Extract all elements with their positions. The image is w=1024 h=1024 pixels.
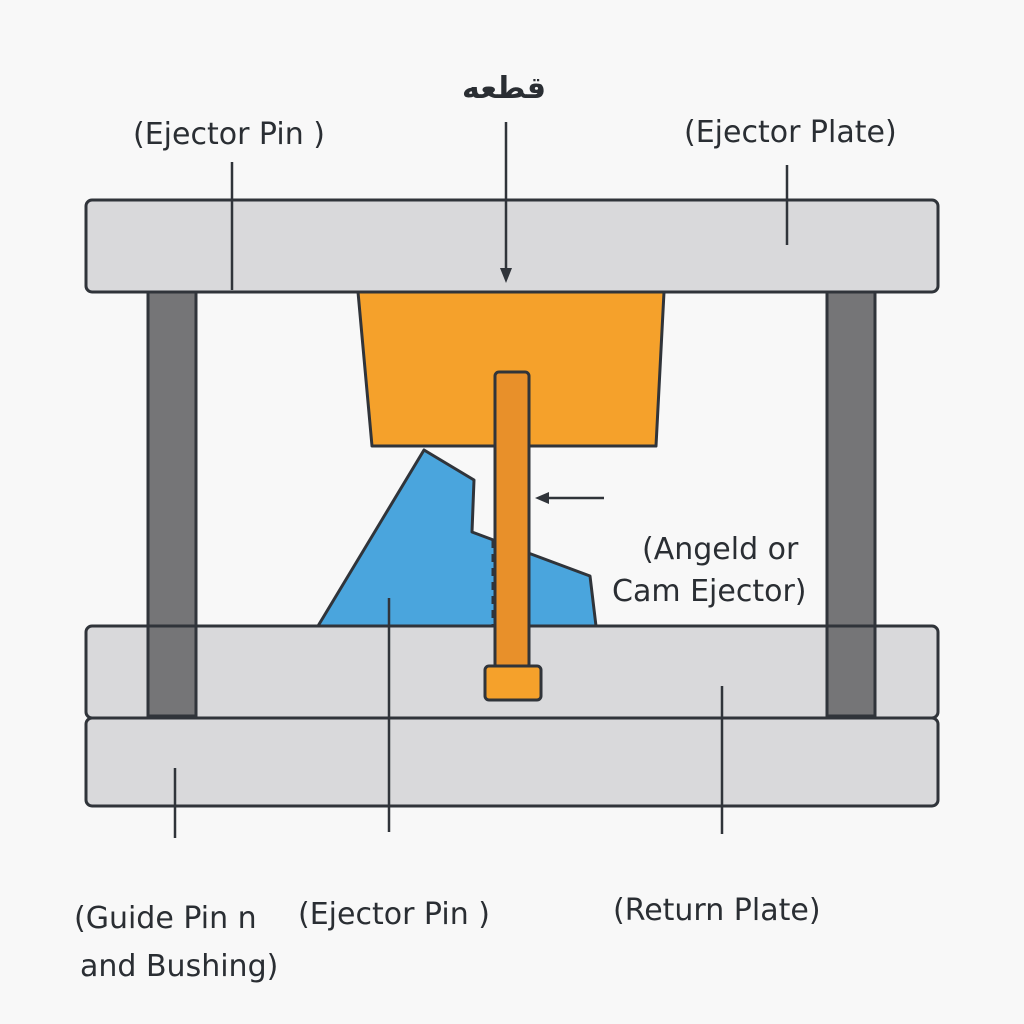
angled-ejector-label-line1: (Angeld or <box>642 532 799 567</box>
top-plate <box>84 198 940 294</box>
guide-pin-right-lower <box>825 624 877 718</box>
guide-pin-label-line2: and Bushing) <box>80 949 279 984</box>
guide-pin-label-line1: (Guide Pin n <box>74 901 257 936</box>
angled-ejector-label-line2: Cam Ejector) <box>612 574 807 609</box>
molded-part <box>356 290 666 448</box>
ejector-pin-shaft <box>493 370 531 670</box>
ejector-pin-bottom-label: (Ejector Pin ) <box>298 897 490 932</box>
ejector-pin-top-label: (Ejector Pin ) <box>133 117 325 152</box>
angled-cam-ejector <box>316 448 598 628</box>
ejector-plate-label: (Ejector Plate) <box>684 115 897 150</box>
guide-pin-left-lower <box>146 624 198 718</box>
part-label: قطعه <box>462 71 546 106</box>
bottom-plate <box>84 716 940 808</box>
leader-angled-ejector-arrowhead <box>535 492 549 504</box>
ejector-pin-head <box>483 664 543 702</box>
return-plate-label: (Return Plate) <box>613 893 821 928</box>
leader-part-arrowhead <box>500 268 512 283</box>
